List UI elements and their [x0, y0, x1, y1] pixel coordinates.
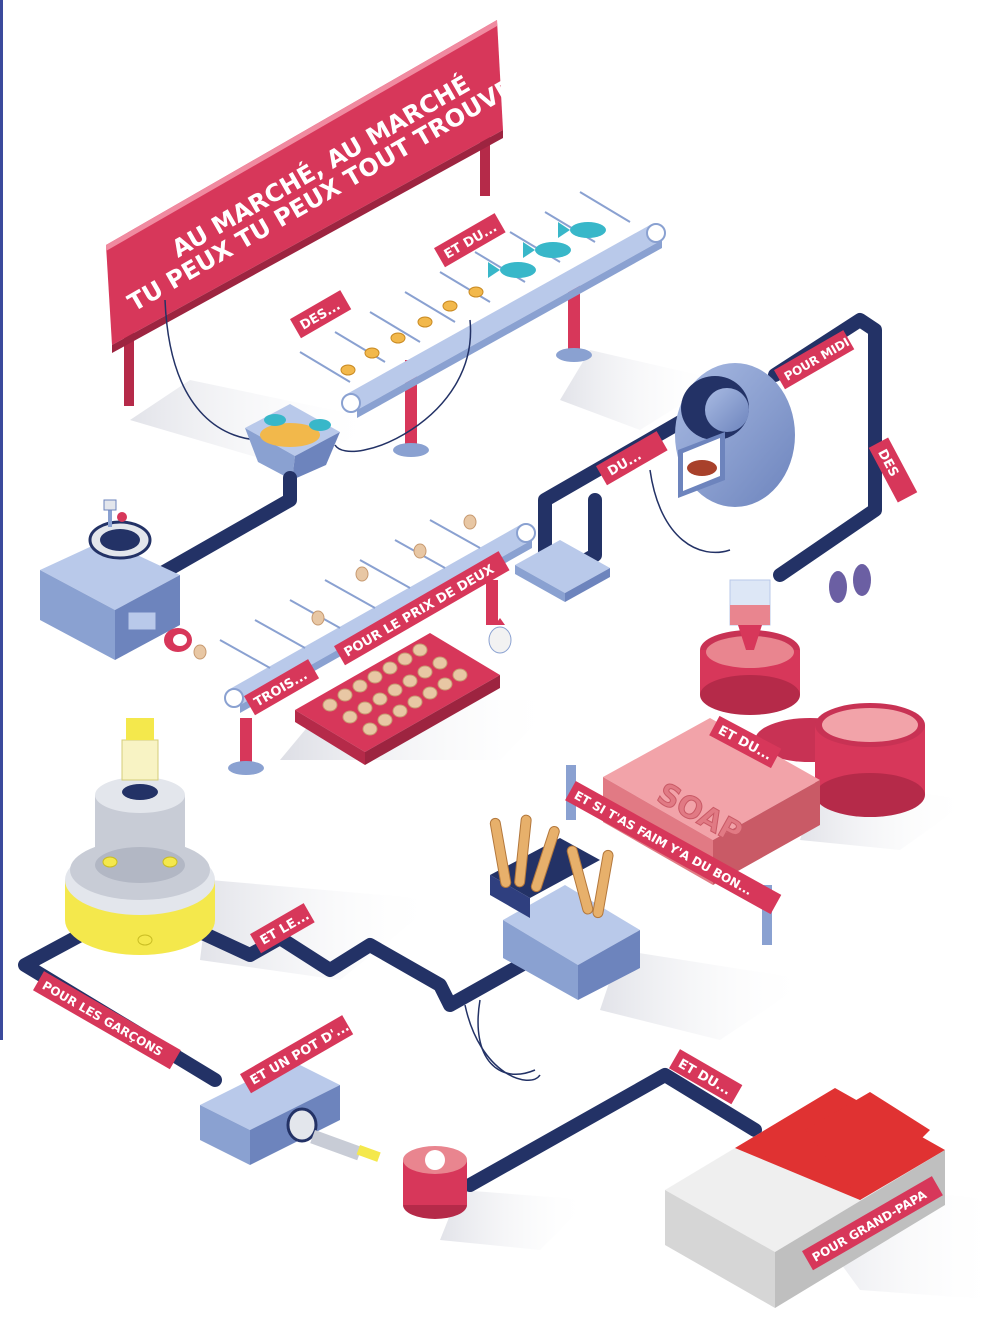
sign-et-du-1: ET DU...	[434, 213, 506, 268]
sign-pour-les-garcons: POUR LES GARÇONS	[33, 971, 181, 1070]
svg-text:POUR LES GARÇONS: POUR LES GARÇONS	[40, 978, 166, 1059]
cigarette-box	[665, 1088, 945, 1308]
pot-machine	[200, 1060, 381, 1165]
sign-des-1: DES...	[290, 290, 352, 339]
top-conveyor	[299, 191, 666, 457]
lemon-icon	[102, 856, 178, 946]
baguette-stand	[464, 814, 640, 1081]
lemonade-machine	[65, 718, 215, 955]
chicken-icon	[488, 618, 512, 654]
egg-crate	[295, 618, 512, 765]
juicer-machine	[40, 499, 192, 660]
fan-barrel	[403, 1146, 467, 1219]
egg-oven	[649, 363, 795, 554]
pipe-fitting	[515, 540, 610, 602]
soap-dispenser	[700, 579, 925, 817]
slippers	[829, 564, 871, 603]
left-edge-line	[0, 0, 3, 1040]
banner-line-2: TU PEUX TU PEUX TOUT TROUVER	[123, 64, 534, 317]
fish-icon	[488, 222, 606, 278]
basket	[164, 299, 472, 480]
